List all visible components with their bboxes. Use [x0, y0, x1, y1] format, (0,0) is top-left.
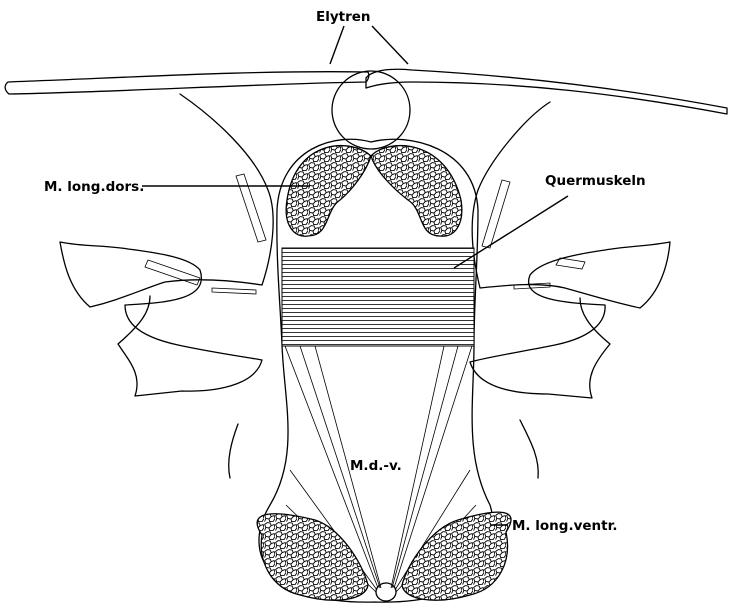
elytren-leader-right [372, 26, 408, 64]
right-body-wall [470, 102, 670, 398]
elytren-leader-left [330, 26, 344, 64]
elytra [5, 69, 727, 114]
label-elytren: Elytren [316, 9, 371, 25]
left-upper-plate [236, 174, 266, 242]
right-leg-plate [520, 420, 538, 478]
left-bottom-plate [212, 288, 256, 294]
right-bottom-plate [514, 283, 550, 289]
transverse-muscles [282, 248, 474, 346]
left-elytron [5, 72, 369, 94]
right-dorsal-muscle [371, 146, 462, 237]
right-upper-plate [482, 180, 510, 248]
right-elytron [366, 69, 727, 114]
dorsal-longitudinal-muscles [286, 146, 462, 237]
ventral-nerve-cord [376, 583, 396, 601]
body-wall [60, 94, 670, 398]
label-m-d-v: M.d.-v. [350, 458, 402, 474]
label-quermuskeln: Quermuskeln [545, 173, 646, 189]
label-m-long-ventr: M. long.ventr. [512, 518, 617, 534]
left-leg-plate [229, 424, 238, 478]
left-ventral-muscle [257, 514, 368, 600]
quermuskeln-leader [454, 196, 568, 268]
ventral-longitudinal-muscles [257, 512, 511, 600]
left-body-wall [60, 94, 273, 396]
label-m-long-dors: M. long.dors. [44, 179, 144, 195]
dorsal-vessel [332, 71, 410, 149]
